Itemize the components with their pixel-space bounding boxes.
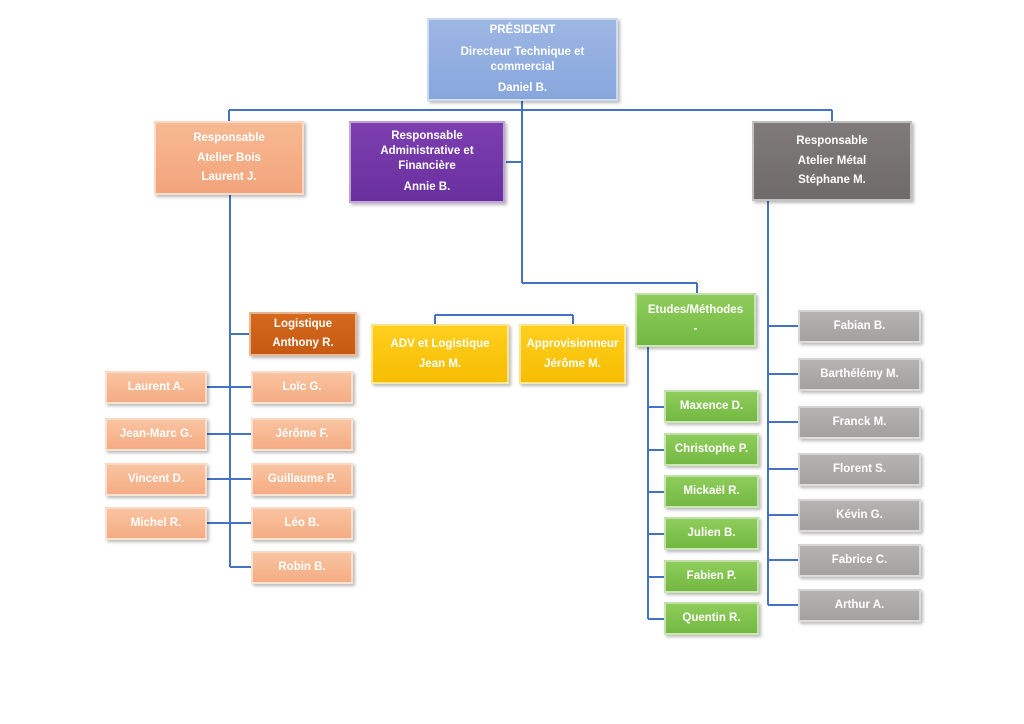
atelier-bois-role2: Atelier Bois (197, 151, 261, 164)
approvisionneur-node: Approvisionneur Jérôme M. (519, 324, 626, 384)
adv-role: ADV et Logistique (390, 337, 490, 350)
etudes-member: Fabien P. (664, 560, 759, 593)
etudes-name: - (693, 323, 698, 335)
member-name: Guillaume P. (267, 473, 337, 486)
metal-member: Fabian B. (798, 310, 921, 343)
metal-member: Franck M. (798, 406, 921, 439)
bois-left-member: Michel R. (105, 507, 207, 540)
member-name: Franck M. (832, 416, 887, 429)
bois-left-member: Laurent A. (105, 371, 207, 404)
logistique-node: Logistique Anthony R. (249, 312, 357, 356)
member-name: Florent S. (832, 463, 887, 476)
metal-member: Florent S. (798, 453, 921, 486)
metal-member: Kévin G. (798, 499, 921, 532)
atelier-metal-role2: Atelier Métal (797, 154, 867, 167)
president-role: Directeur Technique et commercial (460, 45, 585, 73)
member-name: Michel R. (130, 517, 182, 530)
adv-name: Jean M. (418, 357, 462, 370)
etudes-member: Christophe P. (664, 433, 759, 466)
bois-right-member: Loïc G. (251, 371, 353, 404)
president-title: PRÉSIDENT (489, 23, 556, 36)
member-name: Vincent D. (127, 473, 185, 486)
etudes-member: Julien B. (664, 517, 759, 550)
bois-right-member: Robin B. (251, 551, 353, 584)
member-name: Robin B. (278, 561, 326, 574)
approv-role: Approvisionneur (526, 337, 619, 350)
member-name: Fabian B. (833, 320, 886, 333)
etudes-member: Maxence D. (664, 390, 759, 423)
admin-finance-node: Responsable Administrative et Financière… (349, 121, 505, 203)
atelier-metal-name: Stéphane M. (798, 174, 866, 187)
etudes-role: Etudes/Méthodes (647, 304, 744, 317)
member-name: Fabien P. (686, 570, 737, 583)
member-name: Quentin R. (682, 612, 741, 625)
metal-member: Fabrice C. (798, 544, 921, 577)
member-name: Arthur A. (834, 599, 885, 612)
atelier-metal-node: Responsable Atelier Métal Stéphane M. (752, 121, 912, 201)
logistique-role: Logistique (273, 318, 333, 331)
member-name: Jean-Marc G. (119, 428, 193, 441)
atelier-bois-role1: Responsable (193, 131, 265, 144)
member-name: Christophe P. (674, 443, 749, 456)
etudes-methodes-node: Etudes/Méthodes - (635, 293, 756, 347)
member-name: Julien B. (687, 527, 736, 540)
member-name: Barthélémy M. (820, 368, 899, 381)
metal-member: Arthur A. (798, 589, 921, 622)
atelier-bois-name: Laurent J. (201, 171, 257, 184)
etudes-member: Mickaël R. (664, 475, 759, 508)
bois-right-member: Jérôme F. (251, 418, 353, 451)
admin-name: Annie B. (403, 181, 451, 194)
metal-member: Barthélémy M. (798, 358, 921, 391)
approv-name: Jérôme M. (544, 357, 601, 370)
logistique-name: Anthony R. (272, 337, 334, 349)
bois-right-member: Léo B. (251, 507, 353, 540)
atelier-metal-role1: Responsable (796, 134, 868, 147)
member-name: Fabrice C. (831, 554, 888, 567)
admin-role: Responsable Administrative et Financière (380, 129, 474, 172)
member-name: Loïc G. (282, 381, 322, 394)
member-name: Kévin G. (836, 509, 883, 522)
etudes-member: Quentin R. (664, 602, 759, 635)
adv-logistique-node: ADV et Logistique Jean M. (371, 324, 509, 384)
bois-right-member: Guillaume P. (251, 463, 353, 496)
president-name: Daniel B. (497, 82, 548, 95)
bois-left-member: Vincent D. (105, 463, 207, 496)
president-node: PRÉSIDENT Directeur Technique et commerc… (427, 18, 618, 101)
member-name: Mickaël R. (683, 485, 740, 498)
member-name: Maxence D. (679, 400, 744, 413)
bois-left-member: Jean-Marc G. (105, 418, 207, 451)
member-name: Laurent A. (127, 381, 185, 394)
atelier-bois-node: Responsable Atelier Bois Laurent J. (154, 121, 304, 195)
member-name: Jérôme F. (275, 428, 329, 441)
member-name: Léo B. (284, 517, 320, 530)
